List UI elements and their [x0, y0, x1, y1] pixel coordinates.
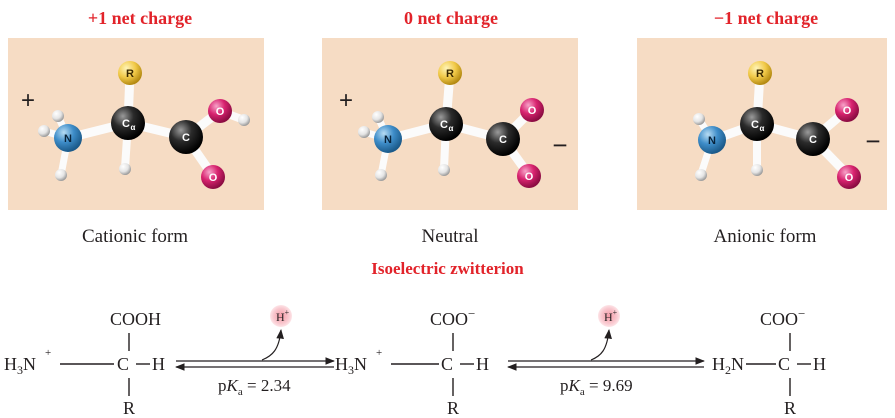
amino-group: H3N: [4, 354, 36, 377]
hydrogen: H: [476, 354, 489, 374]
hydrogen: H: [813, 354, 826, 374]
svg-text:C: C: [122, 118, 130, 130]
molecule-panel-anionic: R N C α C O O −: [637, 38, 887, 210]
charge-title-neutral: 0 net charge: [404, 8, 498, 28]
svg-text:N: N: [384, 134, 392, 146]
hydrogen-atom: [751, 164, 763, 176]
carboxyl-carbon-atom: C: [169, 120, 203, 154]
anionic-molecule-model: R N C α C O O −: [693, 61, 881, 189]
hydrogen: H: [152, 354, 165, 374]
hydrogen-atom: [438, 164, 450, 176]
oxygen-atom: O: [517, 164, 541, 188]
positive-charge-sign: +: [21, 87, 35, 114]
amino-group: H2N: [712, 354, 744, 377]
alpha-carbon: C: [441, 354, 453, 374]
nitrogen-atom: N: [698, 126, 726, 154]
carboxyl-group: COOH: [110, 309, 161, 329]
charge-plus: +: [376, 347, 382, 359]
alpha-carbon-atom: C α: [111, 106, 145, 140]
svg-text:O: O: [528, 105, 537, 117]
hydrogen-atom: [693, 113, 705, 125]
form-label-neutral: Neutral: [421, 226, 479, 247]
hydrogen-atom: [119, 163, 131, 175]
r-group: R: [447, 398, 459, 418]
r-group-atom: R: [438, 61, 462, 85]
zwitterion-structure: COO− H3N + C H R: [335, 306, 489, 418]
anionic-structure: COO− H2N C H R: [712, 306, 826, 418]
pka-2-label: pKa = 9.69: [560, 376, 633, 398]
charge-title-cationic: +1 net charge: [87, 8, 193, 28]
carboxyl-carbon-atom: C: [486, 122, 520, 156]
carboxyl-carbon-atom: C: [796, 122, 830, 156]
zwitterion-title: Isoelectric zwitterion: [371, 259, 524, 278]
svg-text:C: C: [809, 134, 817, 146]
svg-text:O: O: [209, 172, 218, 184]
hydrogen-atom: [695, 169, 707, 181]
ionization-equilibrium: COOH H3N + C H R COO− H3N + C H R COO− H…: [4, 305, 826, 418]
equilibrium-arrows-2: [507, 329, 705, 371]
form-label-anionic: Anionic form: [713, 226, 817, 247]
oxygen-atom: O: [837, 165, 861, 189]
amino-group: H3N: [335, 354, 367, 377]
alpha-carbon: C: [778, 354, 790, 374]
hydrogen-atom: [55, 169, 67, 181]
hydrogen-atom: [238, 114, 250, 126]
alpha-carbon: C: [117, 354, 129, 374]
svg-text:C: C: [751, 119, 759, 131]
svg-text:O: O: [843, 105, 852, 117]
cationic-structure: COOH H3N + C H R: [4, 309, 165, 418]
nitrogen-atom: N: [54, 124, 82, 152]
svg-text:α: α: [760, 124, 765, 133]
svg-text:R: R: [446, 68, 454, 80]
svg-text:C: C: [499, 134, 507, 146]
positive-charge-sign: +: [339, 87, 353, 114]
r-group: R: [123, 398, 135, 418]
svg-text:O: O: [216, 106, 225, 118]
pka-1-label: pKa = 2.34: [218, 376, 291, 398]
svg-text:O: O: [525, 171, 534, 183]
oxygen-atom: O: [835, 98, 859, 122]
neutral-molecule-model: R N C α C O O + −: [339, 61, 568, 188]
oxygen-atom: O: [208, 99, 232, 123]
r-group-atom: R: [118, 61, 142, 85]
charge-title-anionic: −1 net charge: [713, 8, 819, 28]
svg-text:C: C: [440, 119, 448, 131]
negative-charge-sign: −: [552, 130, 567, 160]
oxygen-atom: O: [201, 165, 225, 189]
svg-text:O: O: [845, 172, 854, 184]
charge-plus: +: [45, 347, 51, 359]
carboxylate-group: COO−: [760, 306, 805, 329]
carboxylate-group: COO−: [430, 306, 475, 329]
form-label-cationic: Cationic form: [81, 226, 189, 247]
hydrogen-atom: [52, 110, 64, 122]
equilibrium-arrows-1: [175, 329, 335, 371]
proton-label: H+: [276, 308, 290, 324]
proton-released-2: H+: [598, 305, 620, 327]
svg-text:R: R: [756, 68, 764, 80]
alpha-carbon-atom: C α: [740, 107, 774, 141]
svg-text:N: N: [64, 133, 72, 145]
svg-text:N: N: [708, 135, 716, 147]
nitrogen-atom: N: [374, 125, 402, 153]
proton-label: H+: [604, 308, 618, 324]
hydrogen-atom: [375, 169, 387, 181]
svg-text:R: R: [126, 68, 134, 80]
oxygen-atom: O: [520, 98, 544, 122]
cationic-molecule-model: R N C α C O O +: [21, 61, 250, 189]
svg-text:α: α: [131, 123, 136, 132]
molecule-panel-cationic: R N C α C O O +: [8, 38, 264, 210]
hydrogen-atom: [38, 125, 50, 137]
hydrogen-atom: [358, 126, 370, 138]
svg-text:α: α: [449, 124, 454, 133]
alpha-carbon-atom: C α: [429, 107, 463, 141]
negative-charge-sign: −: [865, 126, 880, 156]
r-group-atom: R: [748, 61, 772, 85]
proton-released-1: H+: [270, 305, 292, 327]
r-group: R: [784, 398, 796, 418]
hydrogen-atom: [372, 111, 384, 123]
molecule-panel-neutral: R N C α C O O + −: [322, 38, 578, 210]
svg-text:C: C: [182, 132, 190, 144]
